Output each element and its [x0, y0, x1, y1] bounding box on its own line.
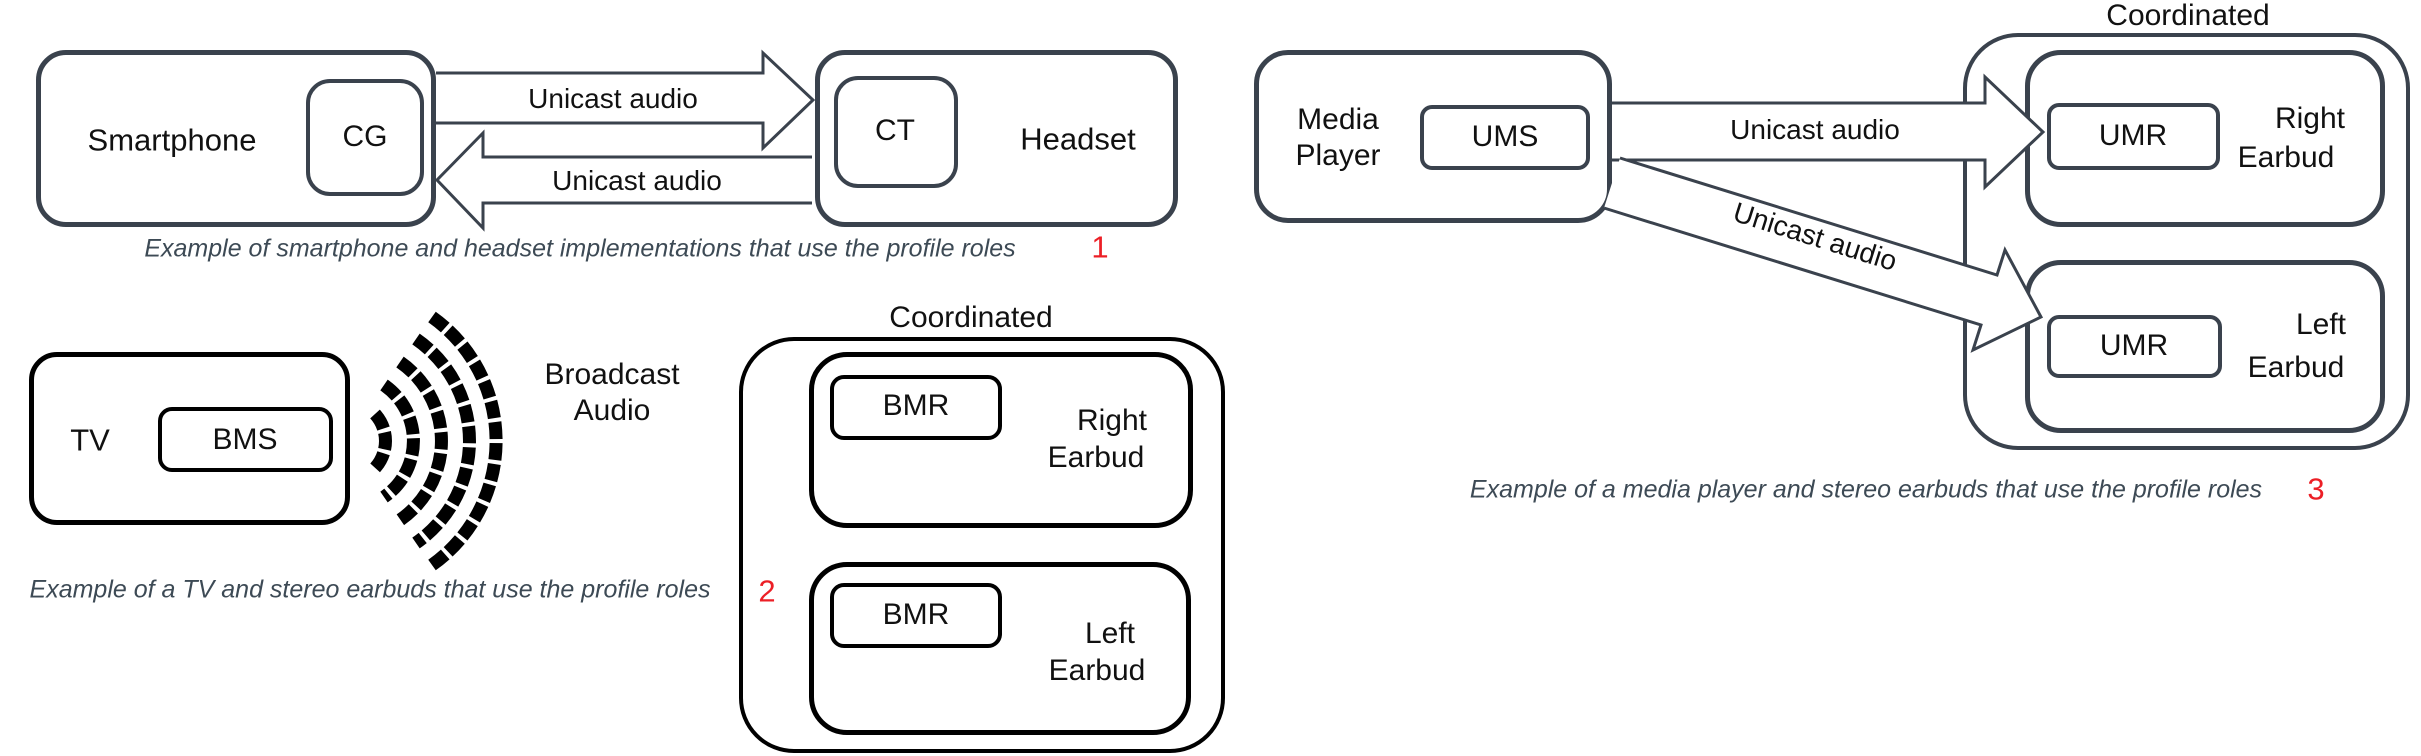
tv-label: TV: [70, 422, 110, 458]
headset-label: Headset: [1020, 121, 1136, 157]
smartphone-label: Smartphone: [87, 122, 257, 158]
cg-role-box: [306, 79, 424, 196]
example3-number: 3: [2307, 471, 2325, 507]
broadcast-waves-icon: [369, 311, 503, 571]
bms-role-label: BMS: [212, 423, 278, 456]
bmr-role-box-right: [830, 375, 1002, 440]
right-earbud-label-line1-ex3: Right: [2274, 102, 2346, 135]
umr-role-box-right: [2047, 103, 2220, 170]
example1-number: 1: [1091, 229, 1109, 265]
unicast-audio-top-label-ex3: Unicast audio: [1730, 114, 1900, 145]
ct-role-label: CT: [875, 114, 915, 147]
left-earbud-label-line1-ex3: Left: [2295, 308, 2347, 341]
bmr-role-label-right: BMR: [882, 389, 950, 422]
media-player-label-line1: Media: [1297, 103, 1379, 136]
ums-role-label: UMS: [1471, 120, 1539, 153]
right-earbud-label-line2-ex3: Earbud: [2237, 141, 2335, 174]
unicast-audio-diagonal-label-ex3: Unicast audio: [1729, 196, 1901, 277]
umr-role-box-left: [2047, 315, 2222, 378]
umr-role-label-left: UMR: [2099, 329, 2169, 362]
bmr-role-box-left: [830, 583, 1002, 648]
right-earbud-label-line2-ex2: Earbud: [1047, 441, 1145, 474]
example3-caption: Example of a media player and stereo ear…: [1469, 475, 2263, 504]
media-player-label-line2: Player: [1295, 139, 1381, 172]
unicast-audio-forward-label: Unicast audio: [528, 83, 698, 114]
cg-role-label: CG: [342, 120, 388, 153]
bms-role-box: [158, 407, 333, 472]
broadcast-audio-label-line1: Broadcast: [544, 358, 680, 391]
unicast-audio-back-label: Unicast audio: [552, 165, 722, 196]
example2-number: 2: [758, 573, 776, 609]
bmr-role-label-left: BMR: [882, 598, 950, 631]
left-earbud-label-line1-ex2: Left: [1084, 617, 1136, 650]
coordinated-group-title-ex2: Coordinated: [889, 301, 1053, 334]
example1-caption: Example of smartphone and headset implem…: [144, 234, 1016, 263]
left-earbud-label-line2-ex3: Earbud: [2247, 351, 2345, 384]
umr-role-label-right: UMR: [2098, 119, 2168, 152]
example2-caption: Example of a TV and stereo earbuds that …: [29, 575, 711, 604]
right-earbud-label-line1-ex2: Right: [1076, 404, 1148, 437]
ums-role-box: [1420, 105, 1590, 170]
left-earbud-label-line2-ex2: Earbud: [1048, 654, 1146, 687]
broadcast-audio-label-line2: Audio: [573, 394, 651, 427]
ct-role-box: [834, 76, 958, 188]
coordinated-group-title-ex3: Coordinated: [2106, 0, 2270, 32]
